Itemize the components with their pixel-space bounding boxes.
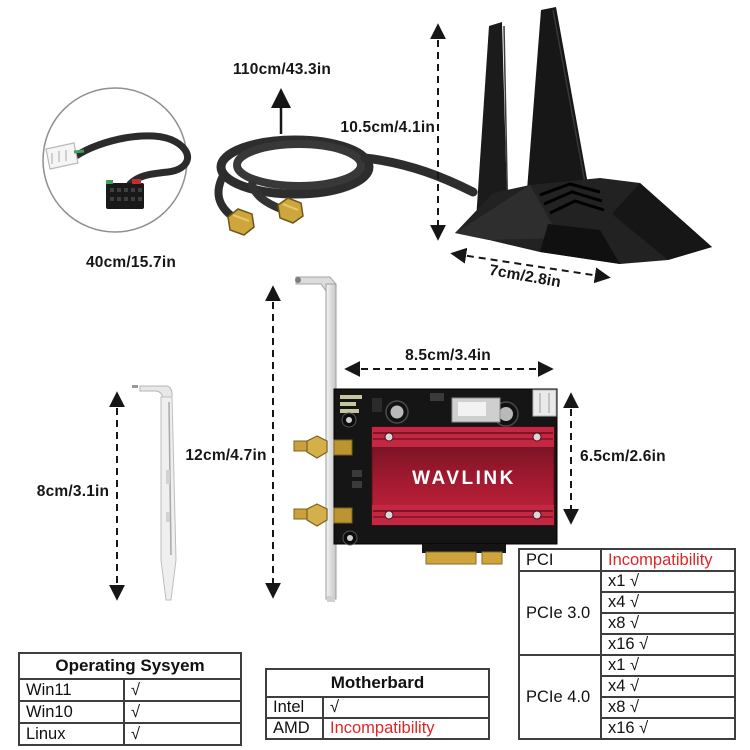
pci-label: PCI: [518, 548, 602, 572]
card-header-connector: [532, 389, 557, 417]
pcie-compatibility-table: PCI Incompatibility PCIe 3.0 x1 √ x4 √ x…: [518, 548, 736, 740]
table-row: Linux √: [18, 722, 242, 746]
base-vent: [539, 182, 605, 215]
sma-connector: [277, 197, 304, 224]
table-row: x16 √: [519, 717, 736, 740]
wavlink-logo: WAVLINK: [412, 468, 516, 489]
motherboard-value: Incompatibility: [322, 717, 490, 740]
pcie3-value: x16 √: [600, 633, 736, 656]
table-row: x4 √: [519, 675, 736, 698]
table-row: x8 √: [519, 612, 736, 635]
bracket-bar: [160, 396, 177, 601]
green-wire: [73, 149, 85, 154]
os-label: Win11: [18, 678, 125, 702]
label-antenna-height: 10.5cm/4.1in: [340, 119, 435, 136]
sma-connector: [227, 208, 255, 236]
table-row: PCI Incompatibility: [518, 548, 736, 572]
os-value: √: [123, 700, 242, 724]
pci-value: Incompatibility: [600, 548, 736, 572]
os-label: Linux: [18, 722, 125, 746]
table-row: PCIe 3.0 x1 √: [518, 570, 736, 656]
pcie3-value: x4 √: [600, 591, 736, 614]
pcie-card-illustration: WAVLINK: [293, 276, 558, 602]
usb-cable-wire: [72, 132, 192, 188]
label-usb-cable-length: 40cm/15.7in: [85, 254, 177, 271]
label-card-length: 8.5cm/3.4in: [405, 347, 491, 364]
table-header-row: Operating Sysyem: [18, 652, 242, 680]
table-row: AMD Incompatibility: [265, 717, 490, 740]
cable-loop-outer: [216, 135, 374, 199]
usb-header-connector: [106, 183, 144, 209]
antenna-left: [475, 22, 508, 235]
pcie4-value: x1 √: [600, 654, 736, 677]
label-standard-bracket-height: 12cm/4.7in: [185, 447, 267, 464]
os-label: Win10: [18, 700, 125, 724]
os-value: √: [123, 678, 242, 702]
table-row: Win10 √: [18, 700, 242, 724]
table-header-row: Motherbard: [265, 668, 490, 698]
antenna-right: [527, 7, 589, 190]
pcie4-value: x16 √: [600, 717, 736, 740]
table-row: Intel √: [265, 696, 490, 719]
sma-antenna-cable-illustration: [214, 135, 478, 236]
motherboard-value: √: [322, 696, 490, 719]
motherboard-label: AMD: [265, 717, 324, 740]
cable-loop-inner: [233, 140, 365, 190]
antenna-stand-illustration: [455, 7, 712, 264]
pcie3-value: x1 √: [600, 570, 736, 593]
pcie-edge-connector: [422, 544, 506, 565]
sma-jack: [293, 503, 353, 527]
sma-jack: [293, 435, 353, 459]
table-row: x8 √: [519, 696, 736, 719]
label-low-profile-bracket-height: 8cm/3.1in: [36, 483, 110, 500]
motherboard-label: Intel: [265, 696, 324, 719]
pcie3-label: PCIe 3.0: [518, 570, 602, 656]
motherboard-compatibility-table: Motherbard Intel √ AMD Incompatibility: [265, 668, 490, 740]
pcie3-value: x8 √: [600, 612, 736, 635]
usb-header-cable-illustration: [42, 87, 192, 233]
os-table-title: Operating Sysyem: [18, 652, 242, 680]
table-row: x16 √: [519, 633, 736, 656]
heatsink: WAVLINK: [371, 426, 555, 526]
table-row: Win11 √: [18, 678, 242, 702]
os-value: √: [123, 722, 242, 746]
pcie4-value: x4 √: [600, 675, 736, 698]
pcie4-value: x8 √: [600, 696, 736, 719]
table-row: PCIe 4.0 x1 √: [518, 654, 736, 740]
label-antenna-cable-length: 110cm/43.3in: [232, 61, 332, 78]
white-connector: [45, 142, 79, 170]
low-profile-bracket-illustration: [132, 385, 177, 601]
label-card-height: 6.5cm/2.6in: [580, 448, 666, 465]
motherboard-table-title: Motherbard: [265, 668, 490, 698]
pcie4-label: PCIe 4.0: [518, 654, 602, 740]
cable-tail: [360, 153, 478, 197]
os-compatibility-table: Operating Sysyem Win11 √ Win10 √ Linux √: [18, 652, 242, 746]
table-row: x4 √: [519, 591, 736, 614]
arrow-stand-width: [450, 247, 611, 284]
dimension-arrows: [109, 23, 611, 601]
